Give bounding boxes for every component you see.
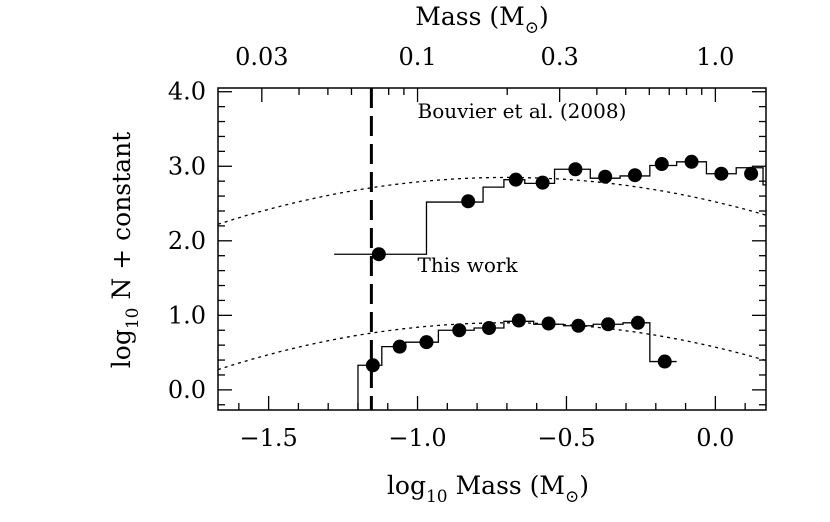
lognormal-fit-curves	[218, 176, 766, 371]
data-point-s2-1	[365, 358, 380, 373]
data-point-s2-3	[419, 335, 434, 350]
data-point-s1-3	[508, 172, 523, 187]
x-tick-label: −0.5	[537, 424, 595, 452]
top-tick-label: 0.3	[541, 43, 579, 71]
data-point-s1-2	[461, 194, 476, 209]
top-axis-label: Mass (M⊙)	[415, 2, 548, 38]
histograms	[334, 161, 766, 410]
data-point-s1-1	[371, 247, 386, 262]
y-tick-label: 1.0	[168, 301, 206, 329]
histogram-1	[334, 161, 766, 255]
x-axis-label: log10 Mass (M⊙)	[387, 471, 589, 507]
fit-curve-1	[218, 176, 766, 225]
data-point-s1-8	[654, 157, 669, 172]
axis-ticks	[218, 88, 766, 410]
data-point-s2-9	[601, 317, 616, 332]
top-tick-label: 0.03	[235, 43, 288, 71]
data-point-s1-4	[535, 175, 550, 190]
fit-curve-2	[218, 322, 766, 371]
data-point-s2-7	[541, 316, 556, 331]
x-tick-label: −1.0	[388, 424, 446, 452]
data-point-s1-11	[744, 166, 759, 181]
data-point-s2-6	[511, 313, 526, 328]
plot-frame	[217, 87, 767, 411]
annotation-bouvier: Bouvier et al. (2008)	[418, 99, 627, 123]
data-point-s1-6	[598, 169, 613, 184]
data-point-s1-5	[568, 162, 583, 177]
data-point-s2-2	[392, 339, 407, 354]
data-point-s2-10	[630, 315, 645, 330]
y-tick-label: 0.0	[168, 376, 206, 404]
y-tick-label: 2.0	[168, 227, 206, 255]
y-axis-label: log10 N + constant	[107, 132, 143, 368]
top-tick-label: 0.1	[398, 43, 436, 71]
data-point-s2-11	[657, 354, 672, 369]
x-tick-label: 0.0	[696, 424, 734, 452]
x-tick-label: −1.5	[239, 424, 297, 452]
data-point-s1-10	[714, 166, 729, 181]
y-tick-label: 3.0	[168, 152, 206, 180]
tick-labels: −1.5 −1.0 −0.5 0.0 0.03 0.1 0.3 1.0 0.0 1.0 2.0 3.0…	[168, 43, 735, 452]
data-point-s2-5	[482, 321, 497, 336]
data-point-s2-8	[571, 318, 586, 333]
histogram-2	[357, 320, 677, 410]
data-point-s1-7	[627, 168, 642, 183]
data-points	[365, 154, 759, 373]
data-point-s2-4	[452, 323, 467, 338]
y-tick-label: 4.0	[168, 78, 206, 106]
annotation-this-work: This work	[418, 253, 519, 277]
data-point-s1-9	[684, 154, 699, 169]
top-tick-label: 1.0	[696, 43, 734, 71]
